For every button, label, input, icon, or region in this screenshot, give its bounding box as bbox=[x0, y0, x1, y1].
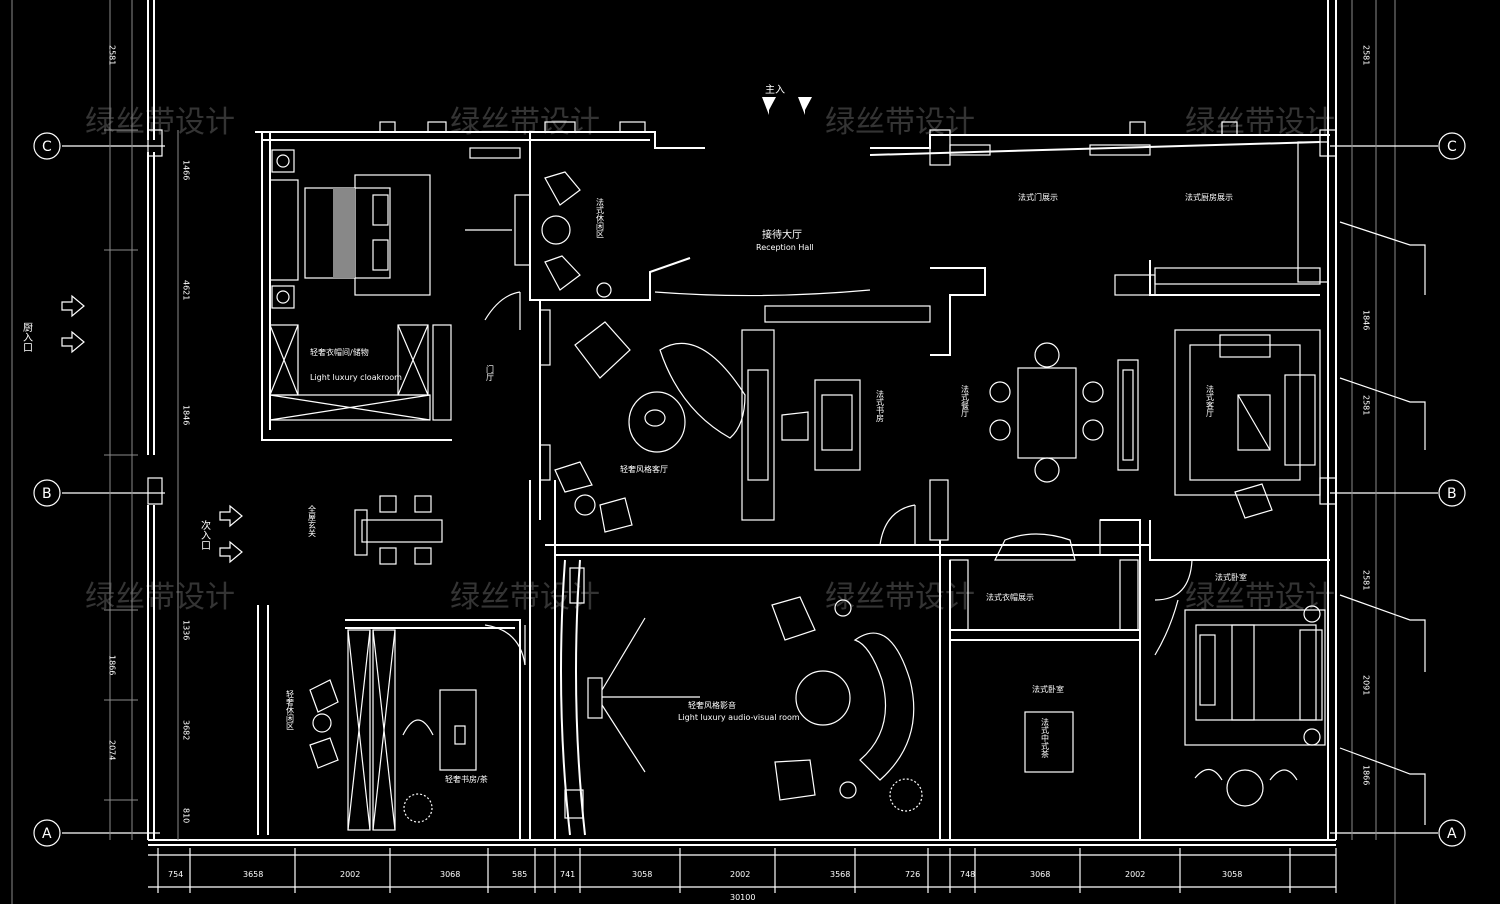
room-label: 法式中式茶 bbox=[1041, 717, 1050, 758]
arrow-down-icon bbox=[798, 97, 812, 115]
axis-label-c: C bbox=[1447, 139, 1457, 155]
dimension-right: 2581 1846 2581 2581 2091 1866 bbox=[1339, 0, 1426, 840]
dim-left-6: 1866 bbox=[108, 655, 117, 675]
room-label: 法式卧室 bbox=[1215, 572, 1247, 582]
axis-label-b: B bbox=[42, 486, 52, 502]
dim-right-3: 2581 bbox=[1362, 395, 1371, 415]
room-label: 法式客厅 bbox=[1206, 384, 1215, 417]
axis-label-b: B bbox=[1447, 486, 1457, 502]
dim-left-2: 1466 bbox=[182, 160, 191, 180]
dim-left-4: 1846 bbox=[182, 405, 191, 425]
bedroom-se-furniture bbox=[994, 533, 1326, 807]
dim-bottom-11: 748 bbox=[960, 870, 975, 879]
dim-bottom-8: 2002 bbox=[730, 870, 750, 879]
room-labels: 主入 次入口 厨入口 轻奢衣帽间/储物 Light luxury cloakro… bbox=[21, 84, 1248, 784]
dim-bottom-5: 585 bbox=[512, 870, 527, 879]
axis-bubble-b-right bbox=[1438, 479, 1466, 507]
room-label: Light luxury audio-visual room bbox=[678, 713, 800, 722]
axis-bubble-a-left bbox=[33, 819, 61, 847]
dim-bottom-7: 3058 bbox=[632, 870, 652, 879]
bedroom-nw-furniture bbox=[269, 149, 531, 421]
room-label: Light luxury cloakroom bbox=[310, 373, 402, 382]
dim-left-9: 810 bbox=[182, 808, 191, 823]
dim-left-8: 2074 bbox=[108, 740, 117, 760]
dimension-bottom: 754 3658 2002 3068 585 741 3058 2002 356… bbox=[148, 848, 1337, 902]
hall-furniture bbox=[354, 495, 443, 565]
dim-right-2: 1846 bbox=[1362, 310, 1371, 330]
entrance-arrows bbox=[61, 97, 812, 564]
dim-left-7: 3682 bbox=[182, 720, 191, 740]
dim-bottom-14: 3058 bbox=[1222, 870, 1242, 879]
room-label: 轻奢衣帽间/储物 bbox=[310, 347, 369, 357]
axis-bubble-c-right bbox=[1438, 132, 1466, 160]
cinema-furniture bbox=[564, 567, 923, 819]
room-label: Reception Hall bbox=[756, 243, 814, 252]
watermark: 绿丝带设计 bbox=[85, 105, 235, 140]
room-label: 法式餐厅 bbox=[961, 384, 970, 417]
room-label: 法式门展示 bbox=[1018, 192, 1058, 202]
secondary-entrance-label: 次入口 bbox=[199, 519, 211, 550]
room-label: 全屋玄关 bbox=[308, 504, 317, 538]
dimension-left: 2581 1466 4621 1846 1336 1866 3682 2074 … bbox=[104, 0, 191, 840]
room-label: 法式衣帽展示 bbox=[986, 592, 1034, 602]
room-label: 接待大厅 bbox=[762, 228, 802, 241]
watermark: 绿丝带设计 bbox=[450, 580, 600, 615]
axis-bubble-b-left bbox=[33, 479, 61, 507]
dim-right-5: 2091 bbox=[1362, 675, 1371, 695]
dim-bottom-6: 741 bbox=[560, 870, 575, 879]
living-room-furniture bbox=[554, 321, 775, 533]
dim-bottom-1: 754 bbox=[168, 870, 183, 879]
room-label: 法式卧室 bbox=[1032, 684, 1064, 694]
dim-bottom-2: 3658 bbox=[243, 870, 263, 879]
arrow-right-icon bbox=[61, 294, 85, 318]
watermark: 绿丝带设计 bbox=[825, 580, 975, 615]
room-label: 轻奢风格影音 bbox=[688, 700, 736, 710]
dim-bottom-12: 3068 bbox=[1030, 870, 1050, 879]
room-label: 法式书房 bbox=[876, 389, 885, 423]
dim-total-width: 30100 bbox=[730, 893, 755, 902]
dim-bottom-3: 2002 bbox=[340, 870, 360, 879]
service-entrance-label: 厨入口 bbox=[21, 322, 33, 352]
axis-label-a: A bbox=[42, 826, 52, 842]
dim-right-4: 2581 bbox=[1362, 570, 1371, 590]
axis-bubble-a-right bbox=[1438, 819, 1466, 847]
dim-left-5: 1336 bbox=[182, 620, 191, 640]
watermark: 绿丝带设计 bbox=[450, 105, 600, 140]
dim-bottom-13: 2002 bbox=[1125, 870, 1145, 879]
dim-right-1: 2581 bbox=[1362, 45, 1371, 65]
leisure-area-furniture bbox=[541, 171, 612, 298]
room-label: 门厅 bbox=[486, 364, 495, 381]
dim-bottom-9: 3568 bbox=[830, 870, 850, 879]
arrow-down-icon bbox=[762, 97, 776, 115]
arrow-right-icon bbox=[219, 504, 243, 528]
room-label: 法式休闲区 bbox=[596, 197, 605, 238]
dim-left-1: 2581 bbox=[108, 45, 117, 65]
axis-label-c: C bbox=[42, 139, 52, 155]
dim-bottom-10: 726 bbox=[905, 870, 920, 879]
arrow-right-icon bbox=[219, 540, 243, 564]
axis-bubble-c-left bbox=[33, 132, 61, 160]
study-furniture bbox=[781, 379, 861, 471]
dim-right-6: 1866 bbox=[1362, 765, 1371, 785]
room-label: 法式厨房展示 bbox=[1185, 192, 1233, 202]
arrow-right-icon bbox=[61, 330, 85, 354]
dim-left-3: 4621 bbox=[182, 280, 191, 300]
watermark-group: 绿丝带设计 绿丝带设计 绿丝带设计 绿丝带设计 绿丝带设计 绿丝带设计 绿丝带设… bbox=[85, 105, 1335, 615]
window-stubs bbox=[379, 121, 1238, 631]
office-furniture bbox=[309, 629, 477, 831]
room-label: 轻奢书房/茶 bbox=[445, 774, 488, 784]
room-label: 轻奢休闲区 bbox=[286, 689, 295, 730]
room-label: 轻奢风格客厅 bbox=[620, 464, 668, 474]
watermark: 绿丝带设计 bbox=[1185, 580, 1335, 615]
dining-furniture bbox=[989, 342, 1139, 483]
axis-label-a: A bbox=[1447, 826, 1457, 842]
dim-bottom-4: 3068 bbox=[440, 870, 460, 879]
french-living-furniture bbox=[1174, 329, 1321, 519]
main-entrance-label: 主入 bbox=[765, 84, 785, 96]
